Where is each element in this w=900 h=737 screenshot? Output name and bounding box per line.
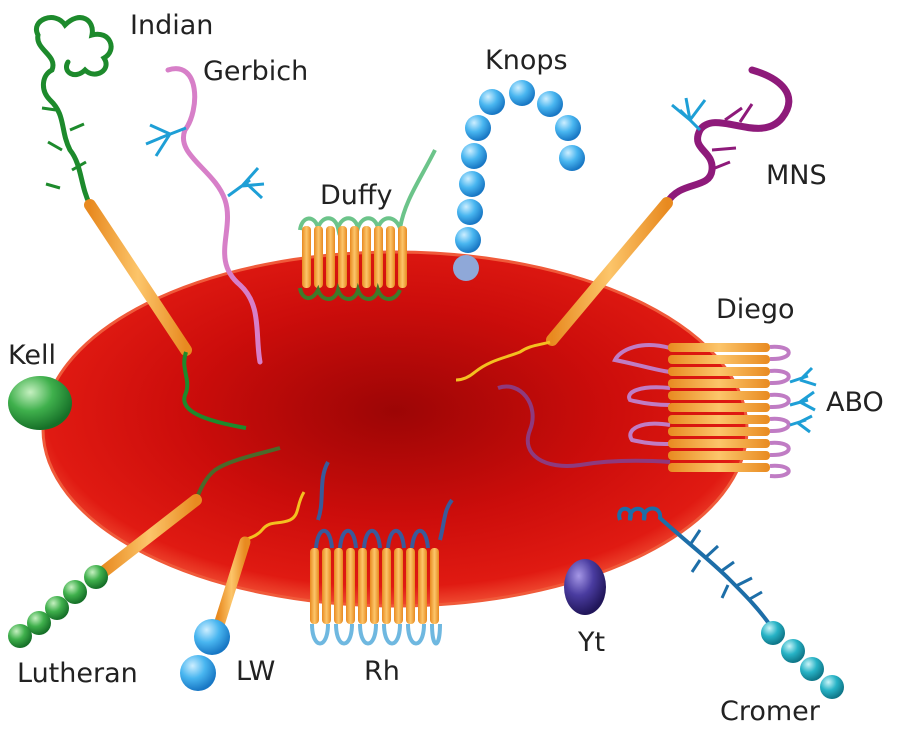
label-abo: ABO [826,387,884,418]
yt-antigen [564,559,606,615]
label-rh: Rh [364,656,400,687]
lw-antigen [180,491,306,691]
label-kell: Kell [8,340,56,371]
mns-antigen [455,66,793,382]
duffy-antigen [298,149,437,301]
label-mns: MNS [766,160,827,191]
label-knops: Knops [485,45,568,76]
label-indian: Indian [130,10,214,41]
kell-antigen [8,376,72,430]
abo-glycans [789,366,817,434]
cromer-antigen [617,506,844,699]
gerbich-antigen [145,66,265,365]
knops-antigen [453,80,585,281]
label-duffy: Duffy [320,180,393,211]
label-gerbich: Gerbich [203,56,309,87]
rh-antigen [310,461,454,646]
label-lutheran: Lutheran [17,658,138,689]
label-cromer: Cromer [720,696,820,727]
label-yt: Yt [578,627,606,658]
indian-antigen [34,15,247,430]
label-lw: LW [236,656,276,687]
lutheran-antigen [8,446,281,648]
label-diego: Diego [716,294,795,325]
diego-antigen [497,343,791,479]
